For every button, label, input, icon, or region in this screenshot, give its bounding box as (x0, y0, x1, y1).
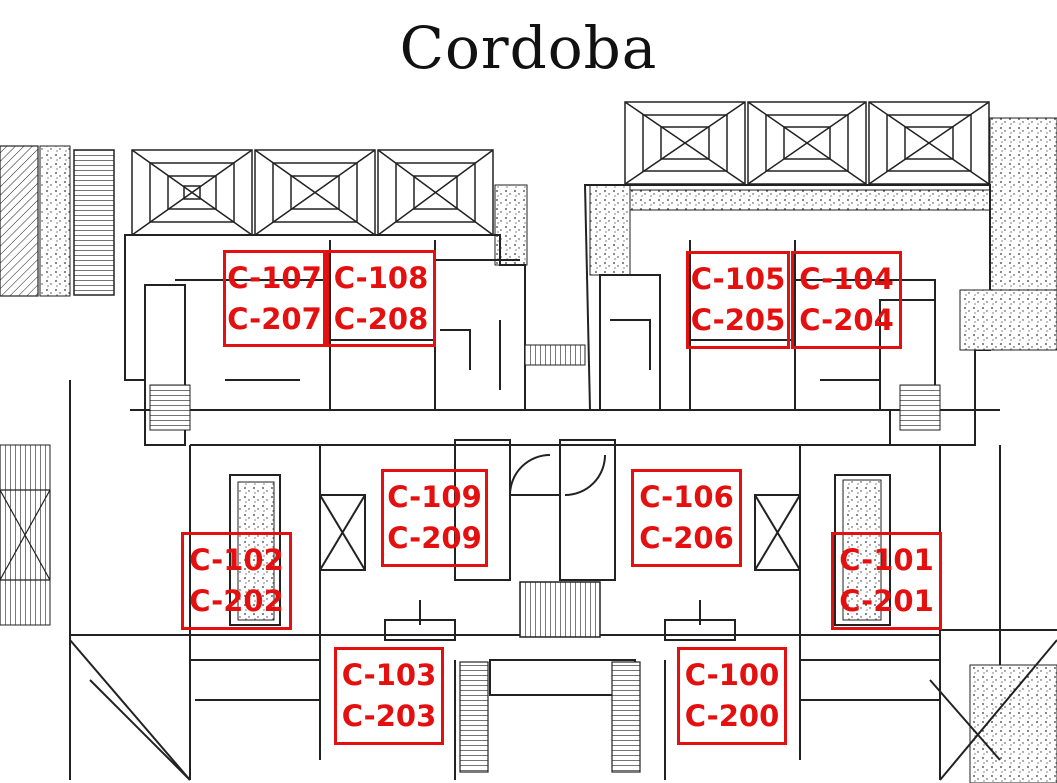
page-title: Cordoba (399, 14, 658, 82)
roof-right (624, 101, 990, 185)
unit-label-c104[interactable]: C-104 C-204 (791, 251, 902, 349)
unit-label-c103[interactable]: C-103 C-203 (334, 647, 444, 745)
unit-number-second-floor: C-200 (684, 699, 780, 733)
unit-number-first-floor: C-109 (387, 480, 482, 514)
unit-number-second-floor: C-201 (839, 584, 934, 618)
unit-label-c109[interactable]: C-109 C-209 (381, 469, 488, 567)
unit-number-first-floor: C-107 (227, 260, 322, 295)
unit-label-c101[interactable]: C-101 C-201 (831, 532, 942, 630)
unit-label-c100[interactable]: C-100 C-200 (677, 647, 787, 745)
unit-number-first-floor: C-103 (341, 658, 437, 692)
unit-number-second-floor: C-205 (690, 303, 786, 337)
unit-number-second-floor: C-203 (341, 699, 437, 733)
unit-number-first-floor: C-105 (690, 262, 786, 296)
unit-label-c107[interactable]: C-107 C-207 (223, 250, 326, 347)
unit-number-second-floor: C-207 (227, 301, 322, 336)
unit-number-second-floor: C-206 (639, 521, 734, 555)
roof-left (131, 149, 494, 236)
unit-label-c102[interactable]: C-102 C-202 (181, 532, 292, 630)
unit-label-c108[interactable]: C-108 C-208 (326, 250, 436, 347)
unit-number-first-floor: C-100 (684, 658, 780, 692)
unit-label-c106[interactable]: C-106 C-206 (631, 469, 742, 567)
unit-label-c105[interactable]: C-105 C-205 (686, 251, 790, 349)
unit-number-first-floor: C-108 (333, 260, 429, 295)
unit-number-second-floor: C-202 (189, 584, 284, 618)
unit-number-second-floor: C-204 (799, 303, 894, 337)
unit-number-first-floor: C-101 (839, 543, 934, 577)
unit-number-second-floor: C-208 (333, 301, 429, 336)
unit-number-first-floor: C-102 (189, 543, 284, 577)
unit-number-first-floor: C-104 (799, 262, 894, 296)
unit-number-second-floor: C-209 (387, 521, 482, 555)
unit-number-first-floor: C-106 (639, 480, 734, 514)
